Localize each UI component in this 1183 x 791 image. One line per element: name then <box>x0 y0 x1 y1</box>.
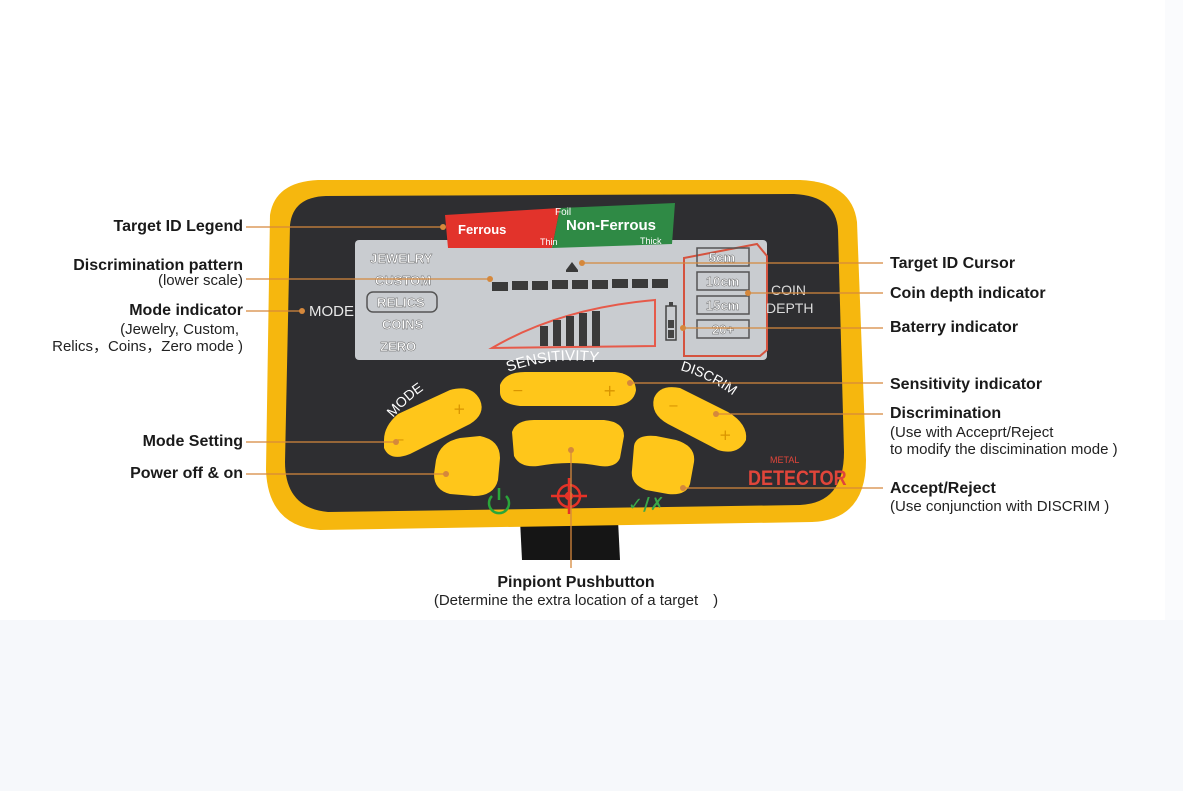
pinpoint-button[interactable] <box>512 420 624 466</box>
minus-icon: − <box>512 383 524 399</box>
brand-logo: DETECTOR <box>748 466 847 490</box>
callout-pinpoint-sub: (Determine the extra location of a targe… <box>391 592 761 609</box>
lcd-mode-zero: ZERO <box>380 339 416 354</box>
depth-label: DEPTH <box>766 300 813 316</box>
callout-coin-depth: Coin depth indicator <box>890 285 1046 303</box>
depth-20plus: 20+ <box>712 322 734 337</box>
check-cross-icon: ✓/✗ <box>628 494 665 515</box>
accept-reject-button[interactable] <box>632 436 694 495</box>
callout-discrimination-sub1: (Use with Acceprt/Reject <box>890 424 1053 441</box>
callout-mode-setting: Mode Setting <box>143 433 243 451</box>
legend-thin: Thin <box>540 237 558 247</box>
minus-icon: − <box>668 399 679 414</box>
plus-icon: + <box>453 400 466 418</box>
plus-icon: + <box>603 381 616 400</box>
lcd-mode-relics: RELICS <box>377 295 425 310</box>
legend-non-ferrous: Non-Ferrous <box>566 217 656 234</box>
callout-pinpoint: Pinpiont Pushbutton <box>471 574 681 592</box>
callout-battery: Baterry indicator <box>890 319 1018 337</box>
mode-indicator-label: MODE <box>309 303 354 320</box>
callout-discrimination: Discrimination <box>890 405 1001 423</box>
callout-discrimination-pattern-sub: (lower scale) <box>158 272 243 289</box>
brand-small: METAL <box>770 455 799 465</box>
callout-target-id-legend: Target ID Legend <box>114 218 244 236</box>
callout-accept-reject: Accept/Reject <box>890 480 996 498</box>
callout-mode-indicator: Mode indicator <box>129 302 243 320</box>
callout-accept-reject-sub: (Use conjunction with DISCRIM ) <box>890 498 1109 515</box>
plus-icon: + <box>719 426 732 444</box>
coin-label: COIN <box>771 282 806 298</box>
lcd-mode-jewelry: JEWELRY <box>370 251 433 266</box>
legend-thick: Thick <box>640 236 662 246</box>
callout-mode-indicator-sub2: Relics，Coins，Zero mode ) <box>52 338 243 355</box>
sensitivity-rocker[interactable]: − + <box>500 372 636 406</box>
lcd-mode-coins: COINS <box>382 317 424 332</box>
callout-power: Power off & on <box>130 465 243 483</box>
lcd-mode-custom: CUSTOM <box>375 273 431 288</box>
depth-15cm: 15cm <box>706 298 739 313</box>
callout-mode-indicator-sub1: (Jewelry, Custom, <box>120 321 239 338</box>
callout-discrimination-sub2: to modify the discimination mode ) <box>890 441 1118 458</box>
callout-sensitivity: Sensitivity indicator <box>890 376 1042 394</box>
legend-ferrous: Ferrous <box>458 222 506 237</box>
callout-target-id-cursor: Target ID Cursor <box>890 255 1015 273</box>
depth-10cm: 10cm <box>706 274 739 289</box>
